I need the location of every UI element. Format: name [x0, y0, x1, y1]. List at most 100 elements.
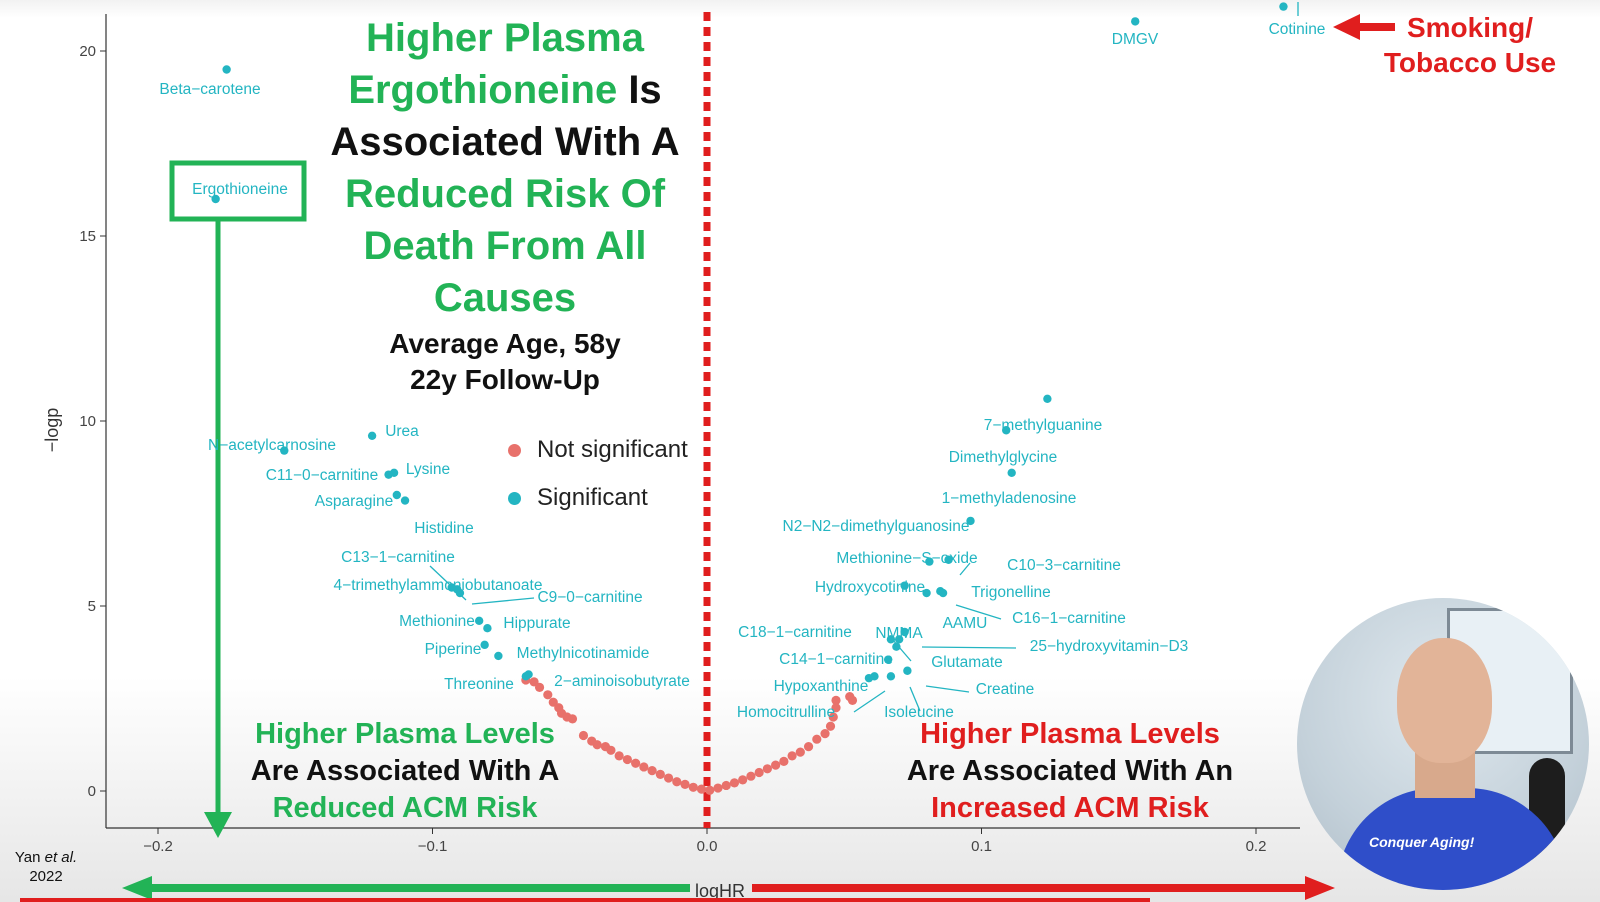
point-label: Trigonelline: [971, 584, 1051, 601]
citation-year: 2022: [29, 868, 63, 885]
point-not-significant: [614, 751, 624, 761]
point-label: Dimethylglycine: [949, 449, 1058, 466]
citation: Yan et al. 2022: [6, 848, 86, 886]
point-not-significant: [729, 778, 740, 788]
point-not-significant: [672, 777, 682, 787]
left-annotation-line2: Are Associated With A: [250, 755, 560, 787]
point-label: Methionine−S−oxide: [836, 550, 977, 567]
point-significant: [1002, 426, 1011, 435]
point-significant: [483, 624, 492, 633]
point-label: Creatine: [976, 681, 1035, 698]
point-label: C13−1−carnitine: [341, 549, 455, 566]
highlight-box: [169, 160, 307, 222]
point-label: 7−methylguanine: [984, 417, 1103, 434]
right-annotation: Higher Plasma Levels Are Associated With…: [860, 716, 1280, 827]
point-label: C16−1−carnitine: [1012, 610, 1126, 627]
point-label: Lysine: [406, 461, 450, 478]
point-significant: [922, 588, 931, 598]
point-label: Hippurate: [503, 615, 570, 632]
right-arrow-head: [1305, 876, 1335, 900]
point-not-significant: [795, 747, 805, 757]
left-annotation-line3: Reduced ACM Risk: [272, 792, 538, 824]
legend-label-not-significant: Not significant: [537, 436, 688, 463]
x-tick-label: 0.0: [697, 838, 718, 855]
subtitle-line-followup: 22y Follow-Up: [410, 364, 600, 395]
point-not-significant: [746, 771, 756, 781]
title-line-1: Higher Plasma: [296, 12, 714, 64]
point-not-significant: [578, 730, 589, 741]
point-label: Ergothioneine: [192, 181, 288, 198]
y-tick-label: 10: [79, 413, 96, 430]
left-annotation: Higher Plasma Levels Are Associated With…: [200, 716, 610, 827]
title-segment: Causes: [433, 276, 577, 320]
title-segment: Is: [617, 68, 662, 112]
title-segment: Death From All: [363, 224, 647, 268]
subtitle-line-age: Average Age, 58y: [389, 328, 621, 359]
point-label: 4−trimethylammoniobutanoate: [334, 577, 543, 594]
right-annotation-line1: Higher Plasma Levels: [920, 718, 1220, 750]
point-not-significant: [721, 780, 731, 791]
point-label: C9−0−carnitine: [537, 589, 642, 606]
point-significant: [1043, 394, 1052, 403]
point-label: Glutamate: [931, 654, 1003, 671]
smoking-annotation-line1: Smoking/: [1406, 12, 1533, 43]
legend-label-significant: Significant: [537, 484, 648, 511]
title-segment: Higher Plasma: [366, 16, 644, 60]
point-label: C14−1−carnitine: [779, 651, 893, 668]
point-significant: [1279, 2, 1288, 11]
point-label: DMGV: [1112, 31, 1159, 48]
point-not-significant: [631, 758, 641, 768]
point-label: N2−N2−dimethylguanosine: [783, 518, 970, 535]
point-not-significant: [639, 762, 649, 772]
title-segment: Ergothioneine: [348, 68, 618, 112]
point-label: C11−0−carnitine: [266, 467, 379, 484]
point-label: C10−3−carnitine: [1007, 557, 1121, 574]
right-annotation-line3: Increased ACM Risk: [931, 792, 1209, 824]
point-significant: [886, 635, 896, 644]
point-not-significant: [812, 734, 822, 744]
title-line-4: Reduced Risk Of: [296, 168, 714, 220]
title-line-3: Associated With A: [296, 116, 714, 168]
point-not-significant: [592, 740, 602, 750]
point-label: Cotinine: [1269, 21, 1326, 38]
point-significant: [892, 642, 901, 651]
title-line-2: Ergothioneine Is: [296, 64, 714, 116]
point-label: 1−methyladenosine: [942, 490, 1077, 507]
point-not-significant: [688, 782, 698, 792]
point-label: Isoleucine: [884, 704, 954, 721]
x-tick-label: −0.1: [418, 838, 448, 855]
point-significant: [400, 496, 410, 505]
point-not-significant: [680, 779, 690, 789]
label-leader-line: [471, 597, 535, 605]
point-significant: [900, 627, 909, 637]
point-not-significant: [696, 784, 707, 794]
point-label: 2−aminoisobutyrate: [554, 673, 690, 690]
point-significant: [280, 446, 289, 455]
presenter-webcam: Conquer Aging!: [1297, 598, 1589, 890]
point-label: Piperine: [425, 641, 482, 658]
point-significant: [1131, 17, 1140, 26]
citation-author: Yan: [14, 849, 41, 866]
point-not-significant: [567, 714, 578, 724]
smoking-annotation-line2: Tobacco Use: [1383, 47, 1557, 78]
point-significant: [864, 673, 874, 683]
point-label: Threonine: [444, 676, 514, 693]
point-not-significant: [622, 754, 632, 765]
y-tick-label: 0: [88, 783, 96, 800]
point-significant: [480, 640, 489, 650]
point-significant: [894, 635, 904, 644]
y-tick-label: 5: [88, 598, 96, 615]
label-leader-line: [959, 562, 971, 576]
point-label: Histidine: [414, 520, 473, 537]
point-significant: [384, 470, 393, 479]
point-significant: [944, 555, 953, 564]
legend-dot-not-significant: [508, 443, 521, 457]
point-not-significant: [738, 775, 748, 785]
y-tick-label: 20: [79, 43, 96, 60]
point-label: C18−1−carnitine: [738, 624, 852, 641]
study-subtitle: Average Age, 58y 22y Follow-Up: [316, 326, 694, 398]
citation-etal: et al.: [44, 849, 78, 866]
point-label: N−acetylcarnosine: [208, 437, 336, 454]
point-label: Homocitrulline: [737, 704, 835, 721]
point-not-significant: [647, 766, 657, 776]
